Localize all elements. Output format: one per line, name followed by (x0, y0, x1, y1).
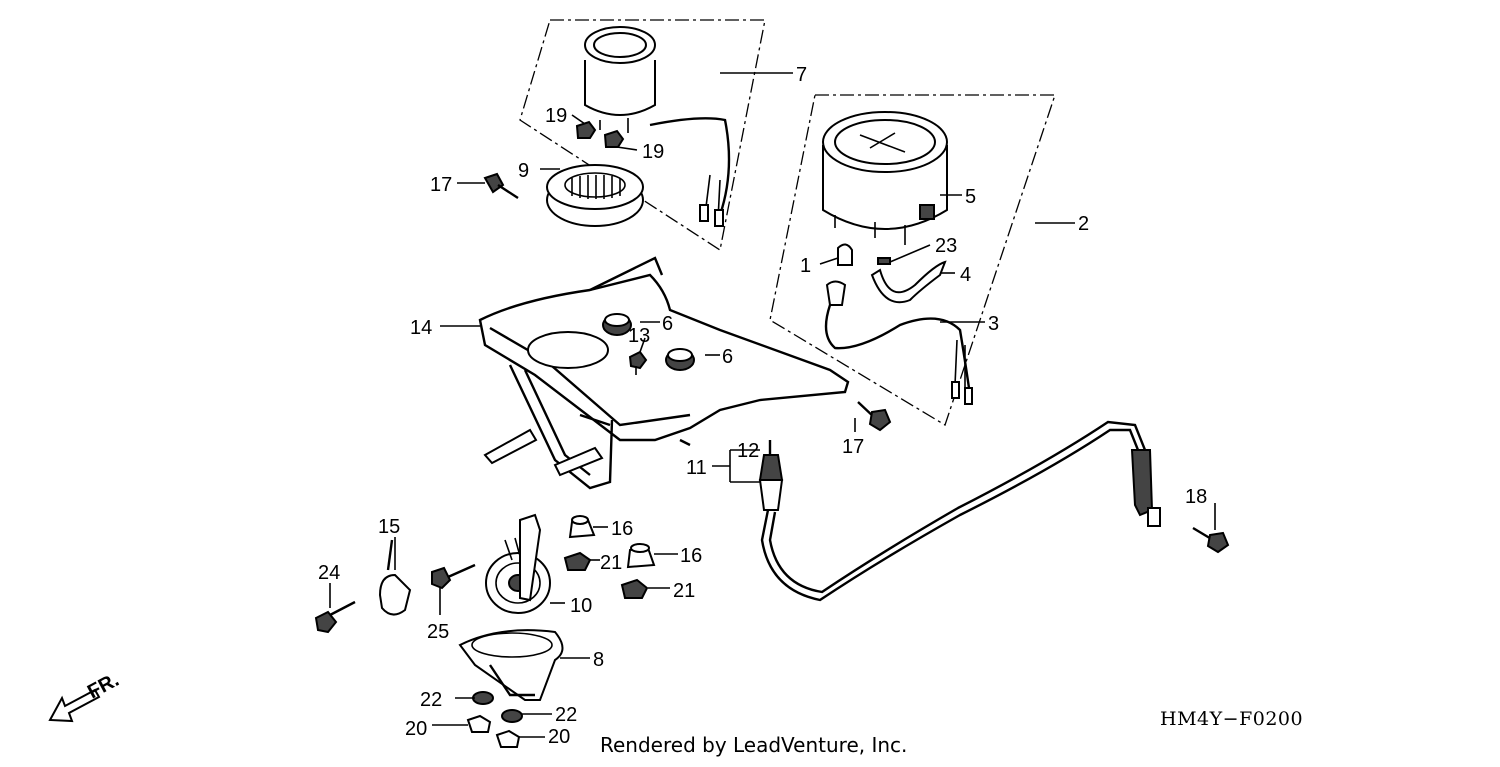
callout-c24: 24 (318, 562, 340, 584)
bolt-25 (431, 563, 476, 590)
group-outline-7 (519, 19, 766, 252)
callout-c25: 25 (427, 621, 449, 643)
callout-c14: 14 (410, 317, 432, 339)
horn-10 (485, 513, 551, 614)
callout-c13: 13 (628, 325, 650, 347)
bolt-17-lower (857, 401, 892, 432)
nut-20-left (466, 714, 492, 733)
callout-c20b: 20 (548, 726, 570, 748)
washer-22-right (501, 709, 523, 723)
callout-c19b: 19 (642, 141, 664, 163)
callout-c5: 5 (965, 186, 976, 208)
callout-c23: 23 (935, 235, 957, 257)
main-meter (822, 111, 948, 245)
callout-c9: 9 (518, 160, 529, 182)
callout-c2: 2 (1078, 213, 1089, 235)
callout-c8: 8 (593, 649, 604, 671)
group-outline-2 (769, 94, 1056, 426)
bolt-17-upper (483, 172, 519, 200)
nut-19-left (575, 120, 597, 139)
render-credit: Rendered by LeadVenture, Inc. (600, 733, 908, 757)
callout-c15: 15 (378, 516, 400, 538)
bolt-18 (1192, 526, 1230, 554)
leader-lines (329, 72, 1216, 738)
callout-c1: 1 (800, 255, 811, 277)
collar-16-lower (626, 543, 656, 569)
nut-21-upper (563, 551, 592, 571)
diagram-code: HM4Y−F0200 (1160, 708, 1304, 730)
callout-c3: 3 (988, 313, 999, 335)
washer-22-left (472, 691, 494, 705)
callout-c21a: 21 (600, 552, 622, 574)
small-gauge-part (584, 26, 731, 227)
callout-c18: 18 (1185, 486, 1207, 508)
bolt-24 (314, 600, 356, 634)
callout-c16a: 16 (611, 518, 633, 540)
callout-c21b: 21 (673, 580, 695, 602)
collar-16-upper (568, 515, 596, 539)
callout-c16b: 16 (680, 545, 702, 567)
nut-21-lower (620, 578, 649, 599)
bulb-1 (837, 243, 853, 266)
front-direction-arrow: FR. (48, 669, 123, 723)
horn-bracket-8 (458, 629, 564, 701)
grommet-6-right (665, 348, 695, 371)
callout-c19a: 19 (545, 105, 567, 127)
callout-c6a: 6 (662, 313, 673, 335)
socket-wire-3 (824, 280, 973, 405)
nut-19-right (603, 129, 625, 148)
callout-c20a: 20 (405, 718, 427, 740)
callout-c17a: 17 (430, 174, 452, 196)
callout-c7: 7 (796, 64, 807, 86)
wedge-23 (877, 257, 891, 265)
nut-13 (628, 350, 648, 375)
nut-20-right (495, 729, 521, 748)
callout-c10: 10 (570, 595, 592, 617)
callout-c4: 4 (960, 264, 971, 286)
callout-c22a: 22 (420, 689, 442, 711)
callout-c17b: 17 (842, 436, 864, 458)
clamp-15 (378, 539, 412, 616)
callout-c11: 11 (686, 457, 707, 479)
meter-case-9 (546, 164, 644, 227)
meter-bracket-14 (478, 256, 850, 490)
socket-tube-4 (870, 260, 947, 304)
callout-c6b: 6 (722, 346, 733, 368)
speedometer-cable-11 (758, 420, 1161, 602)
grommet-6-left (602, 313, 632, 336)
callout-c12: 12 (737, 440, 759, 462)
callout-c22b: 22 (555, 704, 577, 726)
